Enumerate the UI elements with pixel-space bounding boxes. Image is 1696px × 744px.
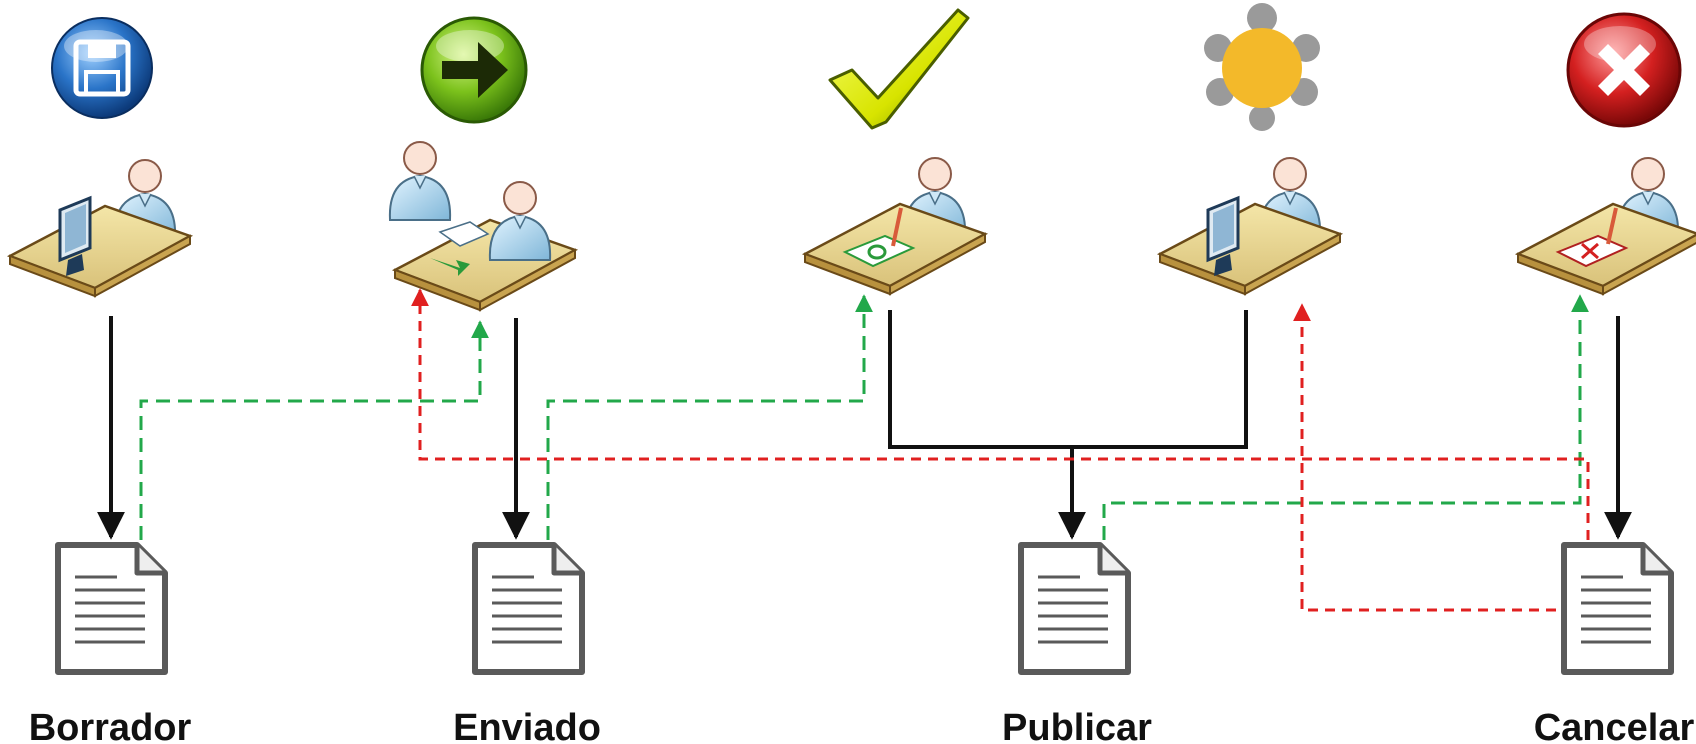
worker-computer-2 — [1158, 157, 1342, 296]
meeting-group-icon — [1204, 3, 1320, 131]
label-cancelar: Cancelar — [1534, 707, 1695, 744]
document-borrador — [58, 545, 165, 672]
worker-approve — [803, 157, 987, 296]
reject-flow-lines — [411, 288, 1590, 612]
save-disk-icon — [51, 17, 153, 119]
document-cancelar — [1564, 545, 1671, 672]
worker-reject — [1516, 157, 1696, 296]
flow-merge — [888, 310, 1248, 449]
label-publicar: Publicar — [1002, 707, 1152, 744]
worker-computer-1 — [8, 159, 192, 298]
forward-arrow-icon — [420, 16, 528, 124]
main-flow-lines — [97, 310, 1632, 540]
document-publicar — [1021, 545, 1128, 672]
cancel-x-icon — [1566, 12, 1682, 128]
approve-flow-lines — [139, 294, 1589, 540]
label-enviado: Enviado — [453, 707, 601, 744]
worker-handoff — [388, 141, 577, 312]
document-enviado — [475, 545, 582, 672]
checkmark-icon — [828, 8, 970, 130]
label-borrador: Borrador — [29, 707, 192, 744]
